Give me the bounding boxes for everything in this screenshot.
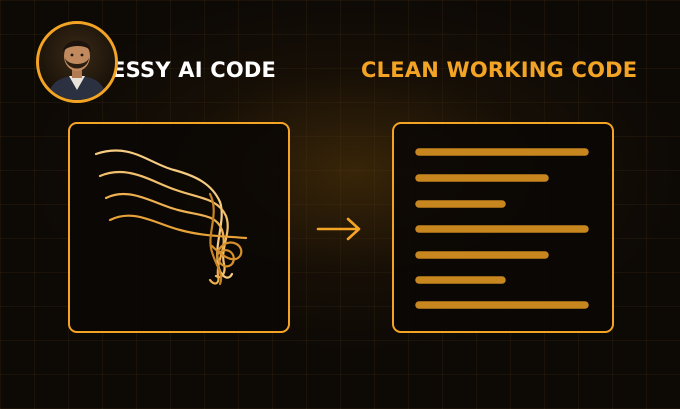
person-portrait-icon xyxy=(47,40,107,100)
aligned-code-lines-icon xyxy=(415,148,589,309)
arrow-right-icon xyxy=(316,217,361,241)
tangled-line xyxy=(94,149,234,279)
tangled-line xyxy=(210,241,243,268)
tangled-line xyxy=(98,170,229,279)
tangled-line xyxy=(208,192,223,286)
tangled-lines-icon xyxy=(94,149,248,286)
messy-ai-code-heading: MESSY AI CODE xyxy=(90,58,277,82)
messy-code-panel xyxy=(68,122,290,333)
clean-working-code-heading: CLEAN WORKING CODE xyxy=(361,58,638,82)
clean-code-panel xyxy=(392,122,614,333)
tangled-line xyxy=(104,192,225,285)
tangled-line xyxy=(108,214,248,240)
avatar xyxy=(36,21,118,103)
